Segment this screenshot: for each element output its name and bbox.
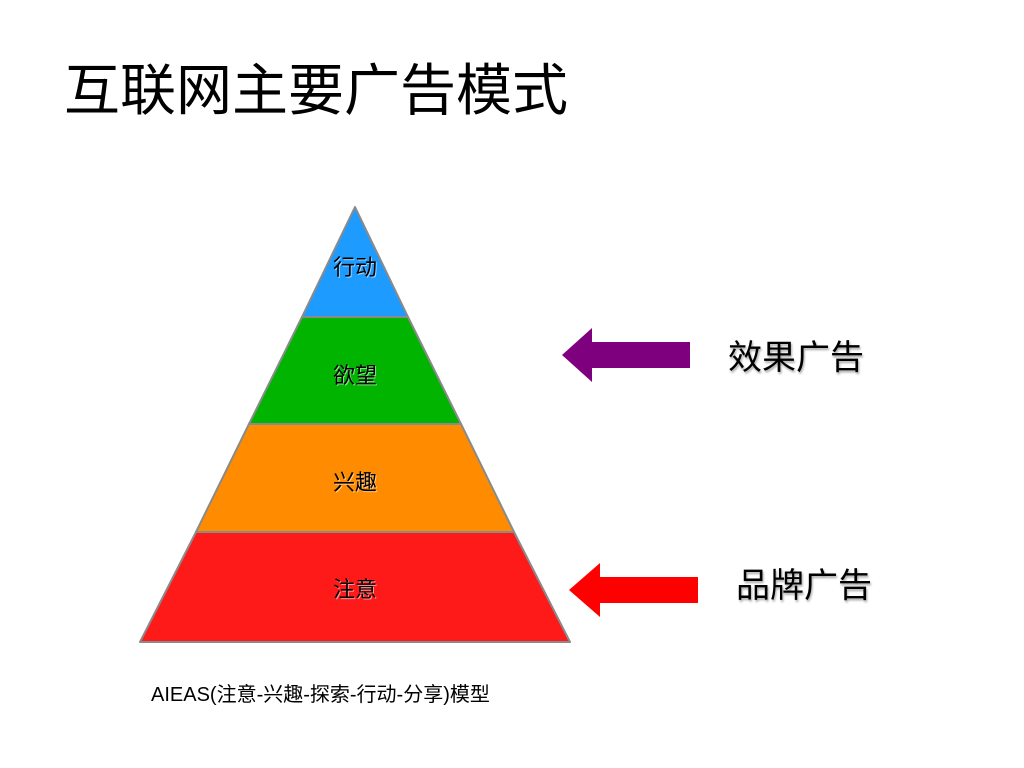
performance-ad-arrow	[562, 328, 690, 382]
pyramid-label-desire-shadow: 欲望	[334, 365, 378, 390]
pyramid-label-action: 行动	[333, 256, 377, 281]
brand-ad-label: 品牌广告	[736, 566, 872, 606]
pyramid-label-attention-shadow: 注意	[334, 579, 378, 604]
pyramid-label-attention: 注意	[333, 578, 377, 603]
diagram-caption: AIEAS(注意-兴趣-探索-行动-分享)模型	[151, 684, 490, 706]
brand-ad-arrow	[569, 563, 698, 617]
performance-ad-label: 效果广告	[728, 338, 864, 378]
pyramid-label-interest-shadow: 兴趣	[334, 472, 378, 497]
pyramid-label-desire: 欲望	[333, 364, 377, 389]
slide-title: 互联网主要广告模式	[64, 59, 568, 124]
pyramid-label-interest: 兴趣	[333, 471, 377, 496]
pyramid-label-action-shadow: 行动	[334, 257, 378, 282]
pyramid-layer-attention	[139, 531, 571, 643]
